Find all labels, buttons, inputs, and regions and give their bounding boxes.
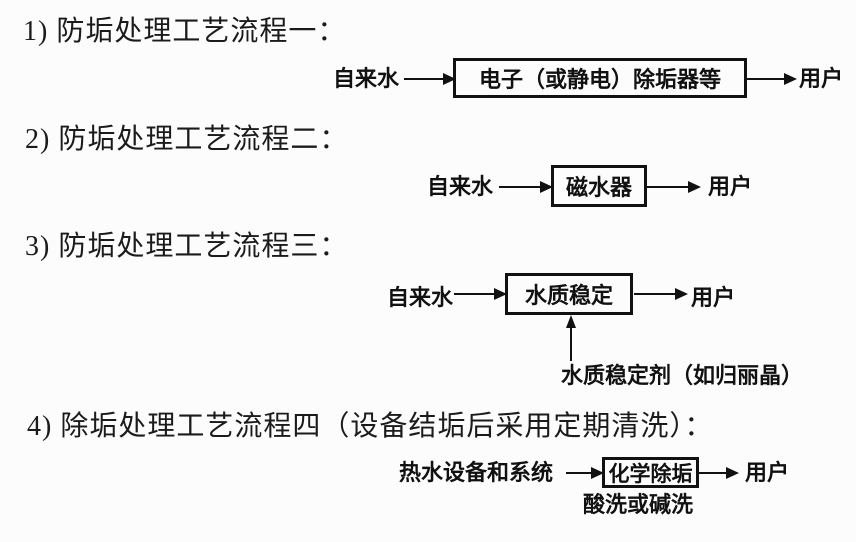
section-2-heading: 2) 防垢处理工艺流程二： [25,124,349,155]
right-arrow [699,467,739,479]
flow-1-process-box: 电子（或静电）除垢器等 [453,58,747,98]
flow-1-target-label: 用户 [799,66,844,91]
right-arrow [454,288,507,300]
right-arrow [747,73,797,85]
flow-4-below-box-label: 酸洗或碱洗 [583,492,694,517]
flow-2-process-box: 磁水器 [551,165,647,207]
flow-3-process-box: 水质稳定 [505,273,633,315]
section-3-heading: 3) 防垢处理工艺流程三： [25,231,349,262]
right-arrow [404,73,456,85]
flow-1-source-label: 自来水 [333,66,400,91]
flow-4-source-label: 热水设备和系统 [399,460,554,485]
up-arrow [566,315,576,361]
flow-1-process-label: 电子（或静电）除垢器等 [478,67,721,92]
section-4-heading: 4) 除垢处理工艺流程四（设备结垢后采用定期清洗）： [27,411,714,442]
flow-4-target-label: 用户 [745,460,790,485]
flow-4-process-box: 化学除垢 [602,457,699,488]
section-1-heading: 1) 防垢处理工艺流程一： [23,16,347,47]
flow-3-process-label: 水质稳定 [524,283,613,308]
flow-3-bottom-input-label: 水质稳定剂（如归丽晶） [561,363,804,388]
right-arrow [566,467,604,479]
right-arrow [634,288,688,300]
right-arrow [647,181,701,193]
flow-3-source-label: 自来水 [387,285,454,310]
flow-2-target-label: 用户 [708,174,753,199]
flow-3-target-label: 用户 [691,285,736,310]
flow-2-source-label: 自来水 [427,174,494,199]
right-arrow [499,181,553,193]
flow-2-process-label: 磁水器 [565,175,632,200]
flow-4-process-label: 化学除垢 [608,462,693,486]
